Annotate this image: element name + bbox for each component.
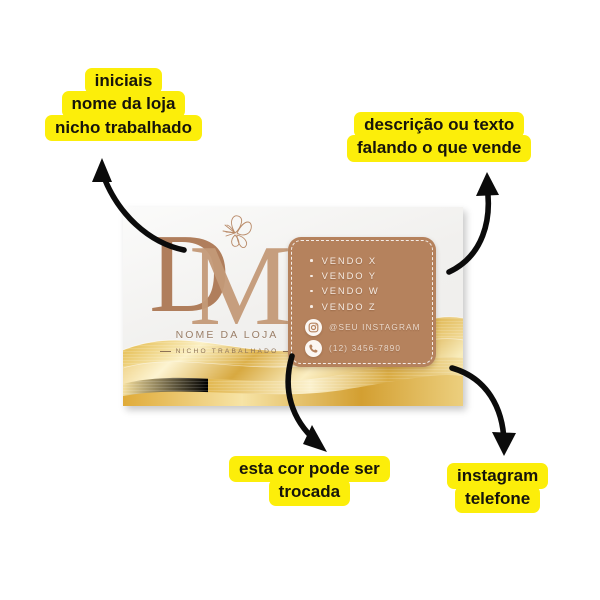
callout-color-line-1: esta cor pode ser xyxy=(229,456,390,483)
store-name: NOME DA LOJA xyxy=(175,329,279,341)
callout-initials: iniciais nome da loja nicho trabalhado xyxy=(45,68,202,141)
list-item: VENDO W xyxy=(310,283,380,298)
list-item: VENDO X xyxy=(310,253,380,268)
callout-initials-line-3: nicho trabalhado xyxy=(45,114,202,141)
list-item: VENDO Y xyxy=(310,268,380,283)
contact-phone[interactable]: (12) 3456-7890 xyxy=(305,340,401,357)
bullet-icon xyxy=(310,274,313,278)
arrowhead-contact xyxy=(492,432,516,456)
service-label: VENDO X xyxy=(321,255,378,266)
contact-instagram[interactable]: @SEU INSTAGRAM xyxy=(305,319,421,336)
service-label: VENDO Z xyxy=(321,300,377,312)
callout-initials-line-2: nome da loja xyxy=(61,91,186,118)
callout-contact-line-2: telefone xyxy=(455,486,541,513)
callout-contact-line-1: instagram xyxy=(447,463,549,490)
list-item: VENDO Z xyxy=(310,299,380,314)
callout-color: esta cor pode ser trocada xyxy=(229,456,390,506)
butterfly-icon xyxy=(222,215,252,249)
callout-contact: instagram telefone xyxy=(447,463,549,513)
phone-number: (12) 3456-7890 xyxy=(329,344,402,353)
bullet-icon xyxy=(310,304,313,308)
service-label: VENDO Y xyxy=(321,270,377,282)
callout-description-line-2: falando o que vende xyxy=(347,135,532,162)
monogram-letter-m: M xyxy=(189,222,291,324)
bullet-icon xyxy=(310,289,313,293)
bullet-icon xyxy=(310,259,313,262)
arrowhead-color xyxy=(303,425,327,452)
phone-icon xyxy=(305,340,322,357)
arrowhead-initials xyxy=(92,158,112,182)
callout-initials-line-1: iniciais xyxy=(84,68,163,95)
instagram-handle: @SEU INSTAGRAM xyxy=(329,323,421,332)
services-list: VENDO X VENDO Y VENDO W VENDO Z xyxy=(310,253,380,314)
services-info-panel[interactable]: VENDO X VENDO Y VENDO W VENDO Z xyxy=(288,237,436,367)
callout-description: descrição ou texto falando o que vende xyxy=(347,112,532,162)
arrowhead-description xyxy=(476,172,499,196)
callout-description-line-1: descrição ou texto xyxy=(354,112,525,139)
callout-color-line-2: trocada xyxy=(268,479,351,506)
service-label: VENDO W xyxy=(321,285,380,297)
store-niche: NICHO TRABALHADO xyxy=(175,348,279,355)
instagram-icon xyxy=(305,319,322,336)
business-card[interactable]: D M NOME DA LOJA NICHO TRABALHADO xyxy=(123,207,463,406)
niche-dash-left xyxy=(159,350,171,353)
